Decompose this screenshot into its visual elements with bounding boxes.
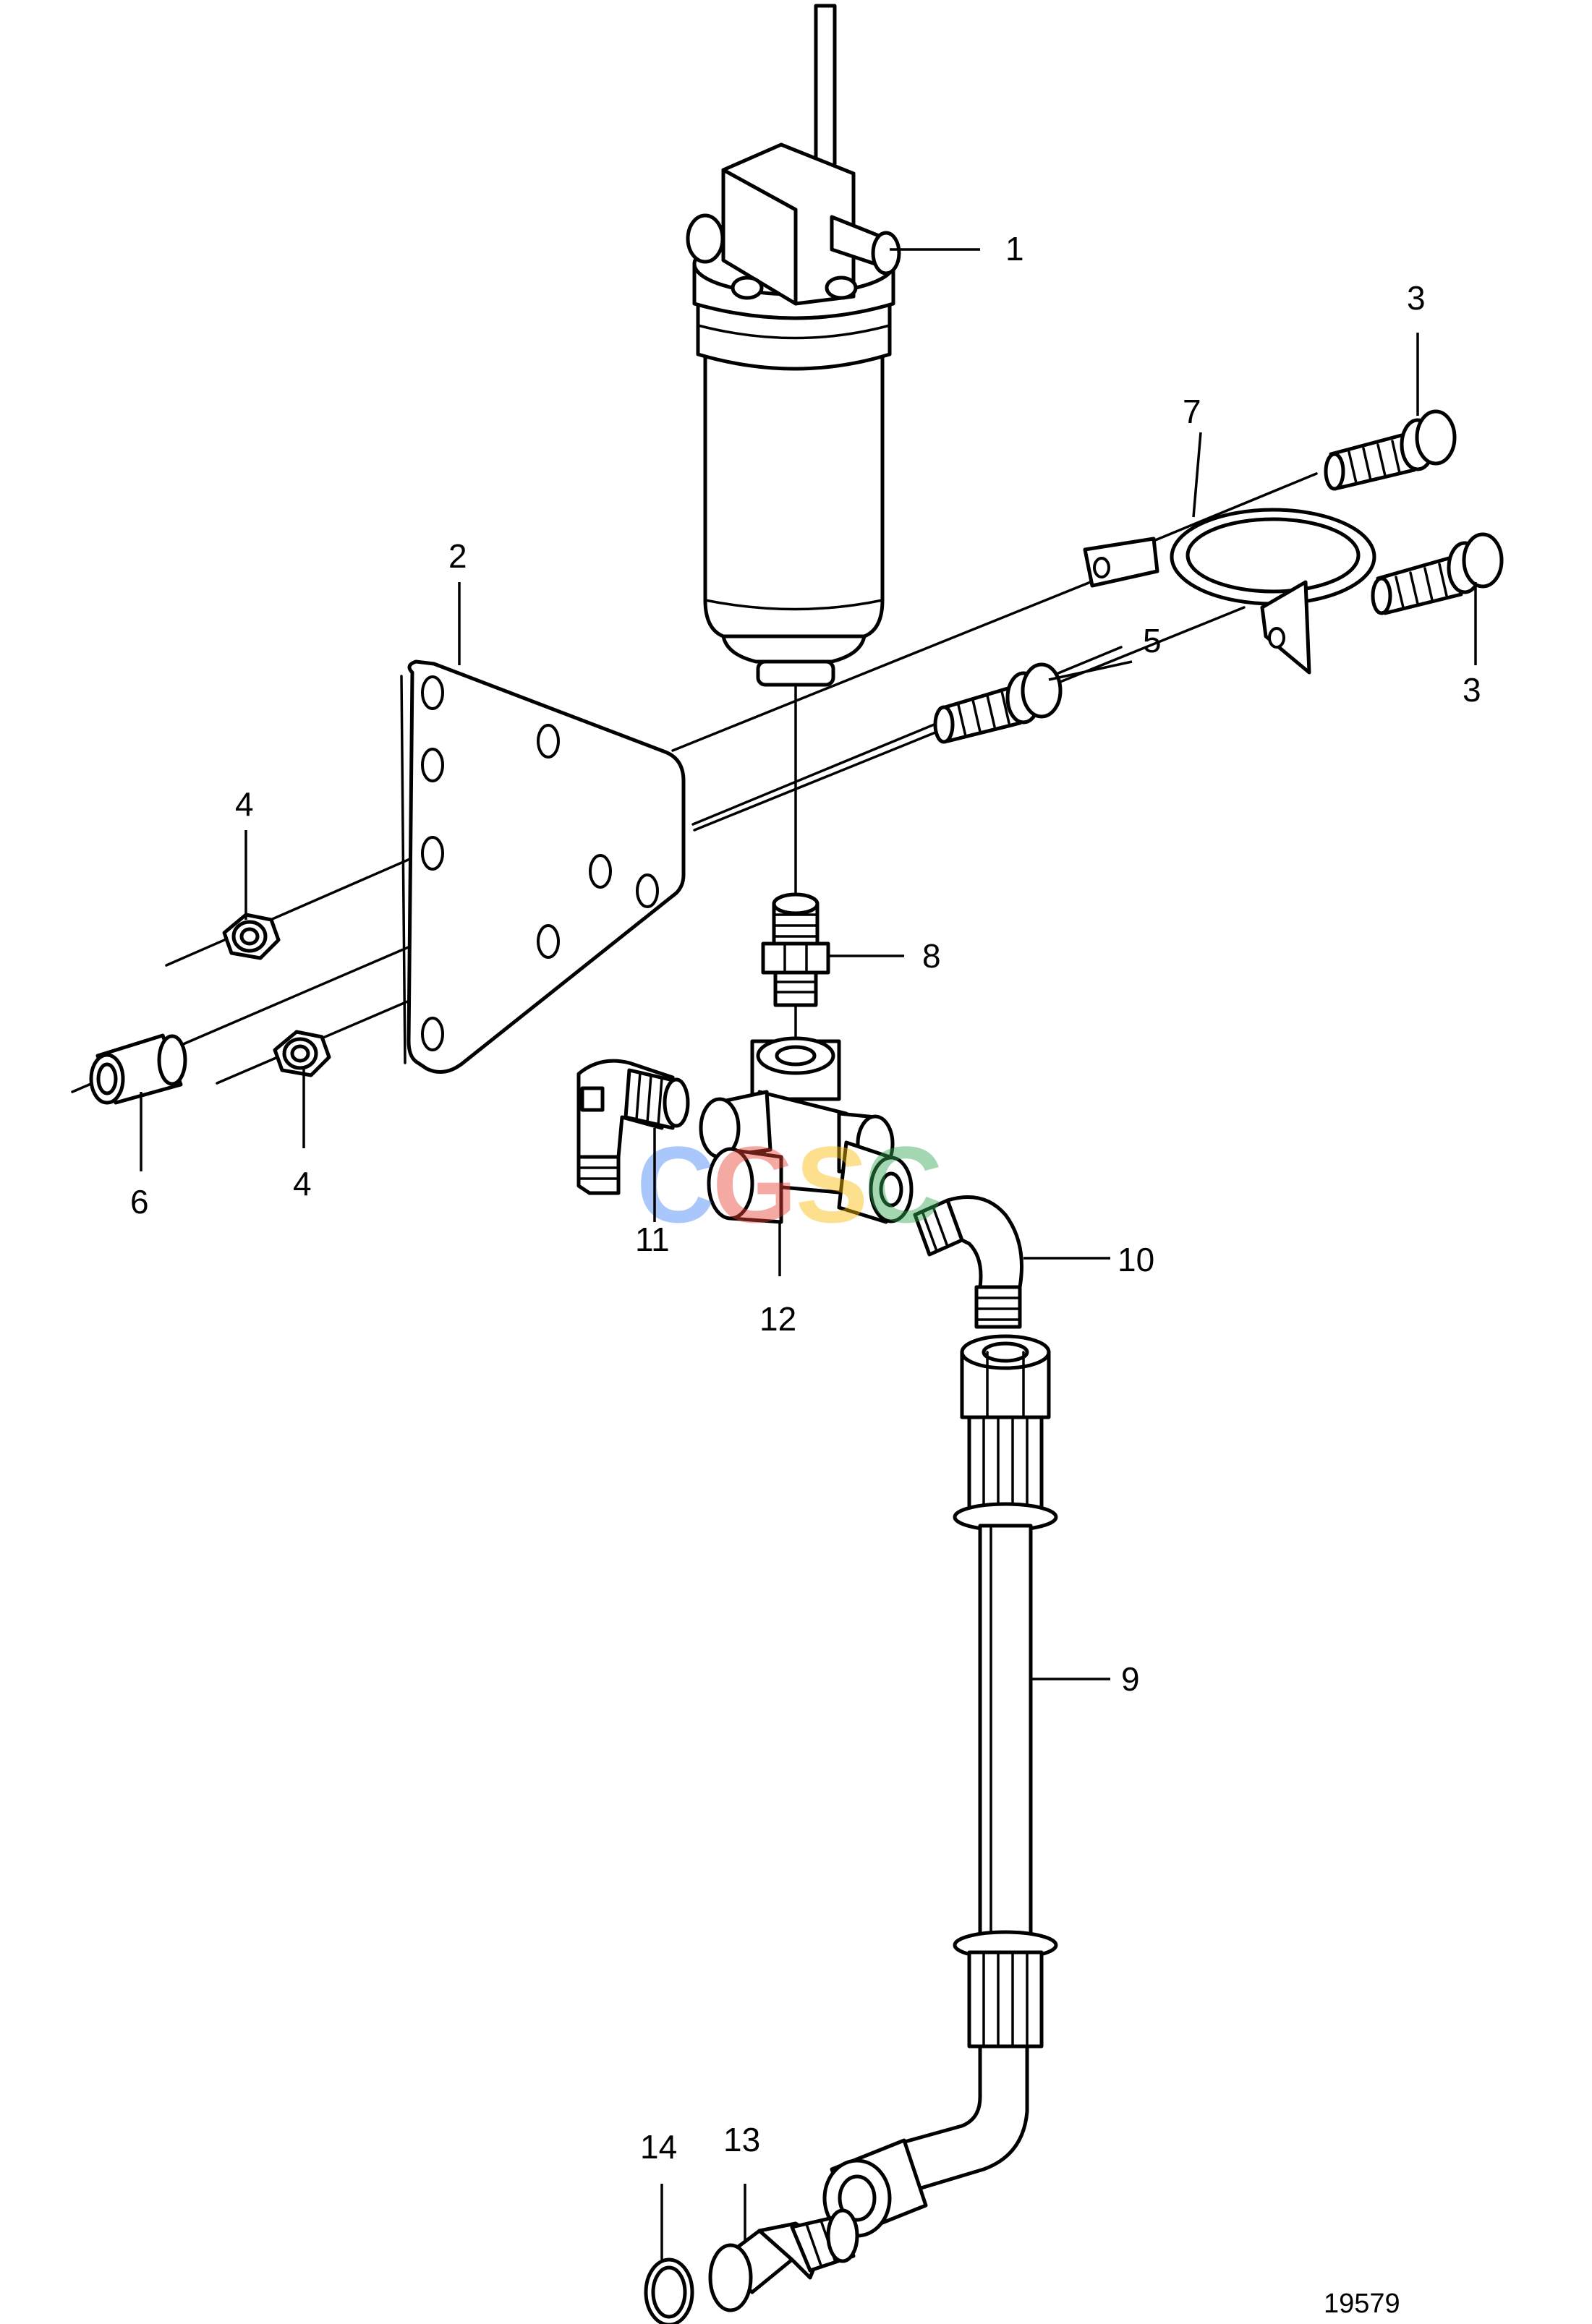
callout-labels: 1 2 3 3 4 4 5 6 7 8 9 10 11 12 13 14 195… (130, 230, 1481, 2319)
flange-screw-lower (1371, 532, 1504, 615)
watermark-letter-c2: C (864, 1124, 942, 1245)
watermark: C G S C (637, 1124, 942, 1245)
watermark-letter-c1: C (637, 1124, 715, 1245)
hose-elbow (576, 1059, 690, 1195)
callout-4b: 4 (293, 1165, 312, 1202)
distribution-block (699, 1036, 914, 1224)
callout-1: 1 (1005, 230, 1024, 268)
watermark-letter-s: S (796, 1124, 868, 1245)
spacer-sleeve (89, 1033, 187, 1105)
filter-clamp (1083, 508, 1376, 675)
nipple (761, 892, 830, 1007)
lock-nut-lower (273, 1030, 331, 1077)
watermark-letter-g: G (712, 1124, 797, 1245)
callout-3b: 3 (1463, 671, 1481, 709)
callout-10: 10 (1118, 1241, 1154, 1278)
callout-3a: 3 (1407, 279, 1426, 317)
connector (708, 2208, 859, 2312)
bracket-plate (400, 659, 686, 1074)
callout-12: 12 (759, 1300, 796, 1338)
callout-4a: 4 (235, 785, 254, 823)
fuel-filter (686, 4, 901, 687)
callout-6: 6 (130, 1183, 149, 1221)
fuel-pipe (822, 1334, 1058, 2238)
lock-nut-upper (222, 913, 281, 960)
callout-8: 8 (922, 937, 941, 975)
callout-14: 14 (640, 2128, 677, 2166)
flange-screw-upper (1324, 409, 1457, 491)
callout-9: 9 (1121, 1660, 1140, 1698)
reference-number: 19579 (1324, 2289, 1400, 2319)
flange-screw-middle (933, 662, 1063, 744)
callout-2: 2 (448, 537, 467, 575)
callout-5: 5 (1143, 622, 1162, 659)
leader-lines (140, 248, 1477, 2260)
callout-11: 11 (635, 1221, 670, 1258)
callout-13: 13 (723, 2121, 760, 2158)
o-ring (644, 2257, 694, 2324)
elbow-union (913, 1195, 1023, 1329)
callout-7: 7 (1183, 393, 1201, 430)
